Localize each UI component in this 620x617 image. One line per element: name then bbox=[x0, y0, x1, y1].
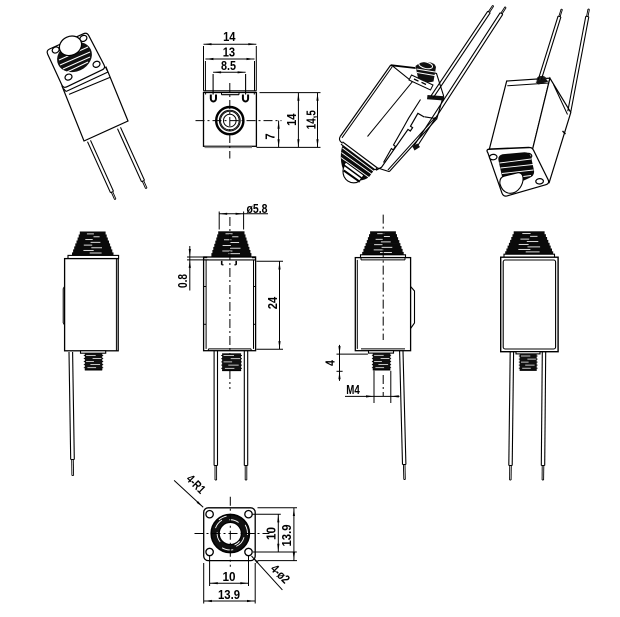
svg-text:14: 14 bbox=[285, 113, 299, 125]
svg-text:13.9: 13.9 bbox=[280, 524, 294, 546]
svg-text:14,5: 14,5 bbox=[304, 110, 318, 129]
svg-text:4: 4 bbox=[324, 360, 338, 366]
svg-text:14: 14 bbox=[223, 30, 235, 44]
svg-text:13: 13 bbox=[223, 45, 235, 59]
svg-text:10: 10 bbox=[223, 570, 236, 584]
svg-text:7: 7 bbox=[264, 133, 278, 139]
svg-text:10: 10 bbox=[265, 527, 279, 540]
svg-text:0.8: 0.8 bbox=[176, 274, 190, 288]
svg-text:ø5.8: ø5.8 bbox=[247, 202, 268, 216]
svg-text:13.9: 13.9 bbox=[218, 588, 240, 602]
svg-text:M4: M4 bbox=[346, 383, 360, 397]
svg-text:24: 24 bbox=[266, 297, 280, 309]
svg-text:8.5: 8.5 bbox=[221, 59, 236, 73]
